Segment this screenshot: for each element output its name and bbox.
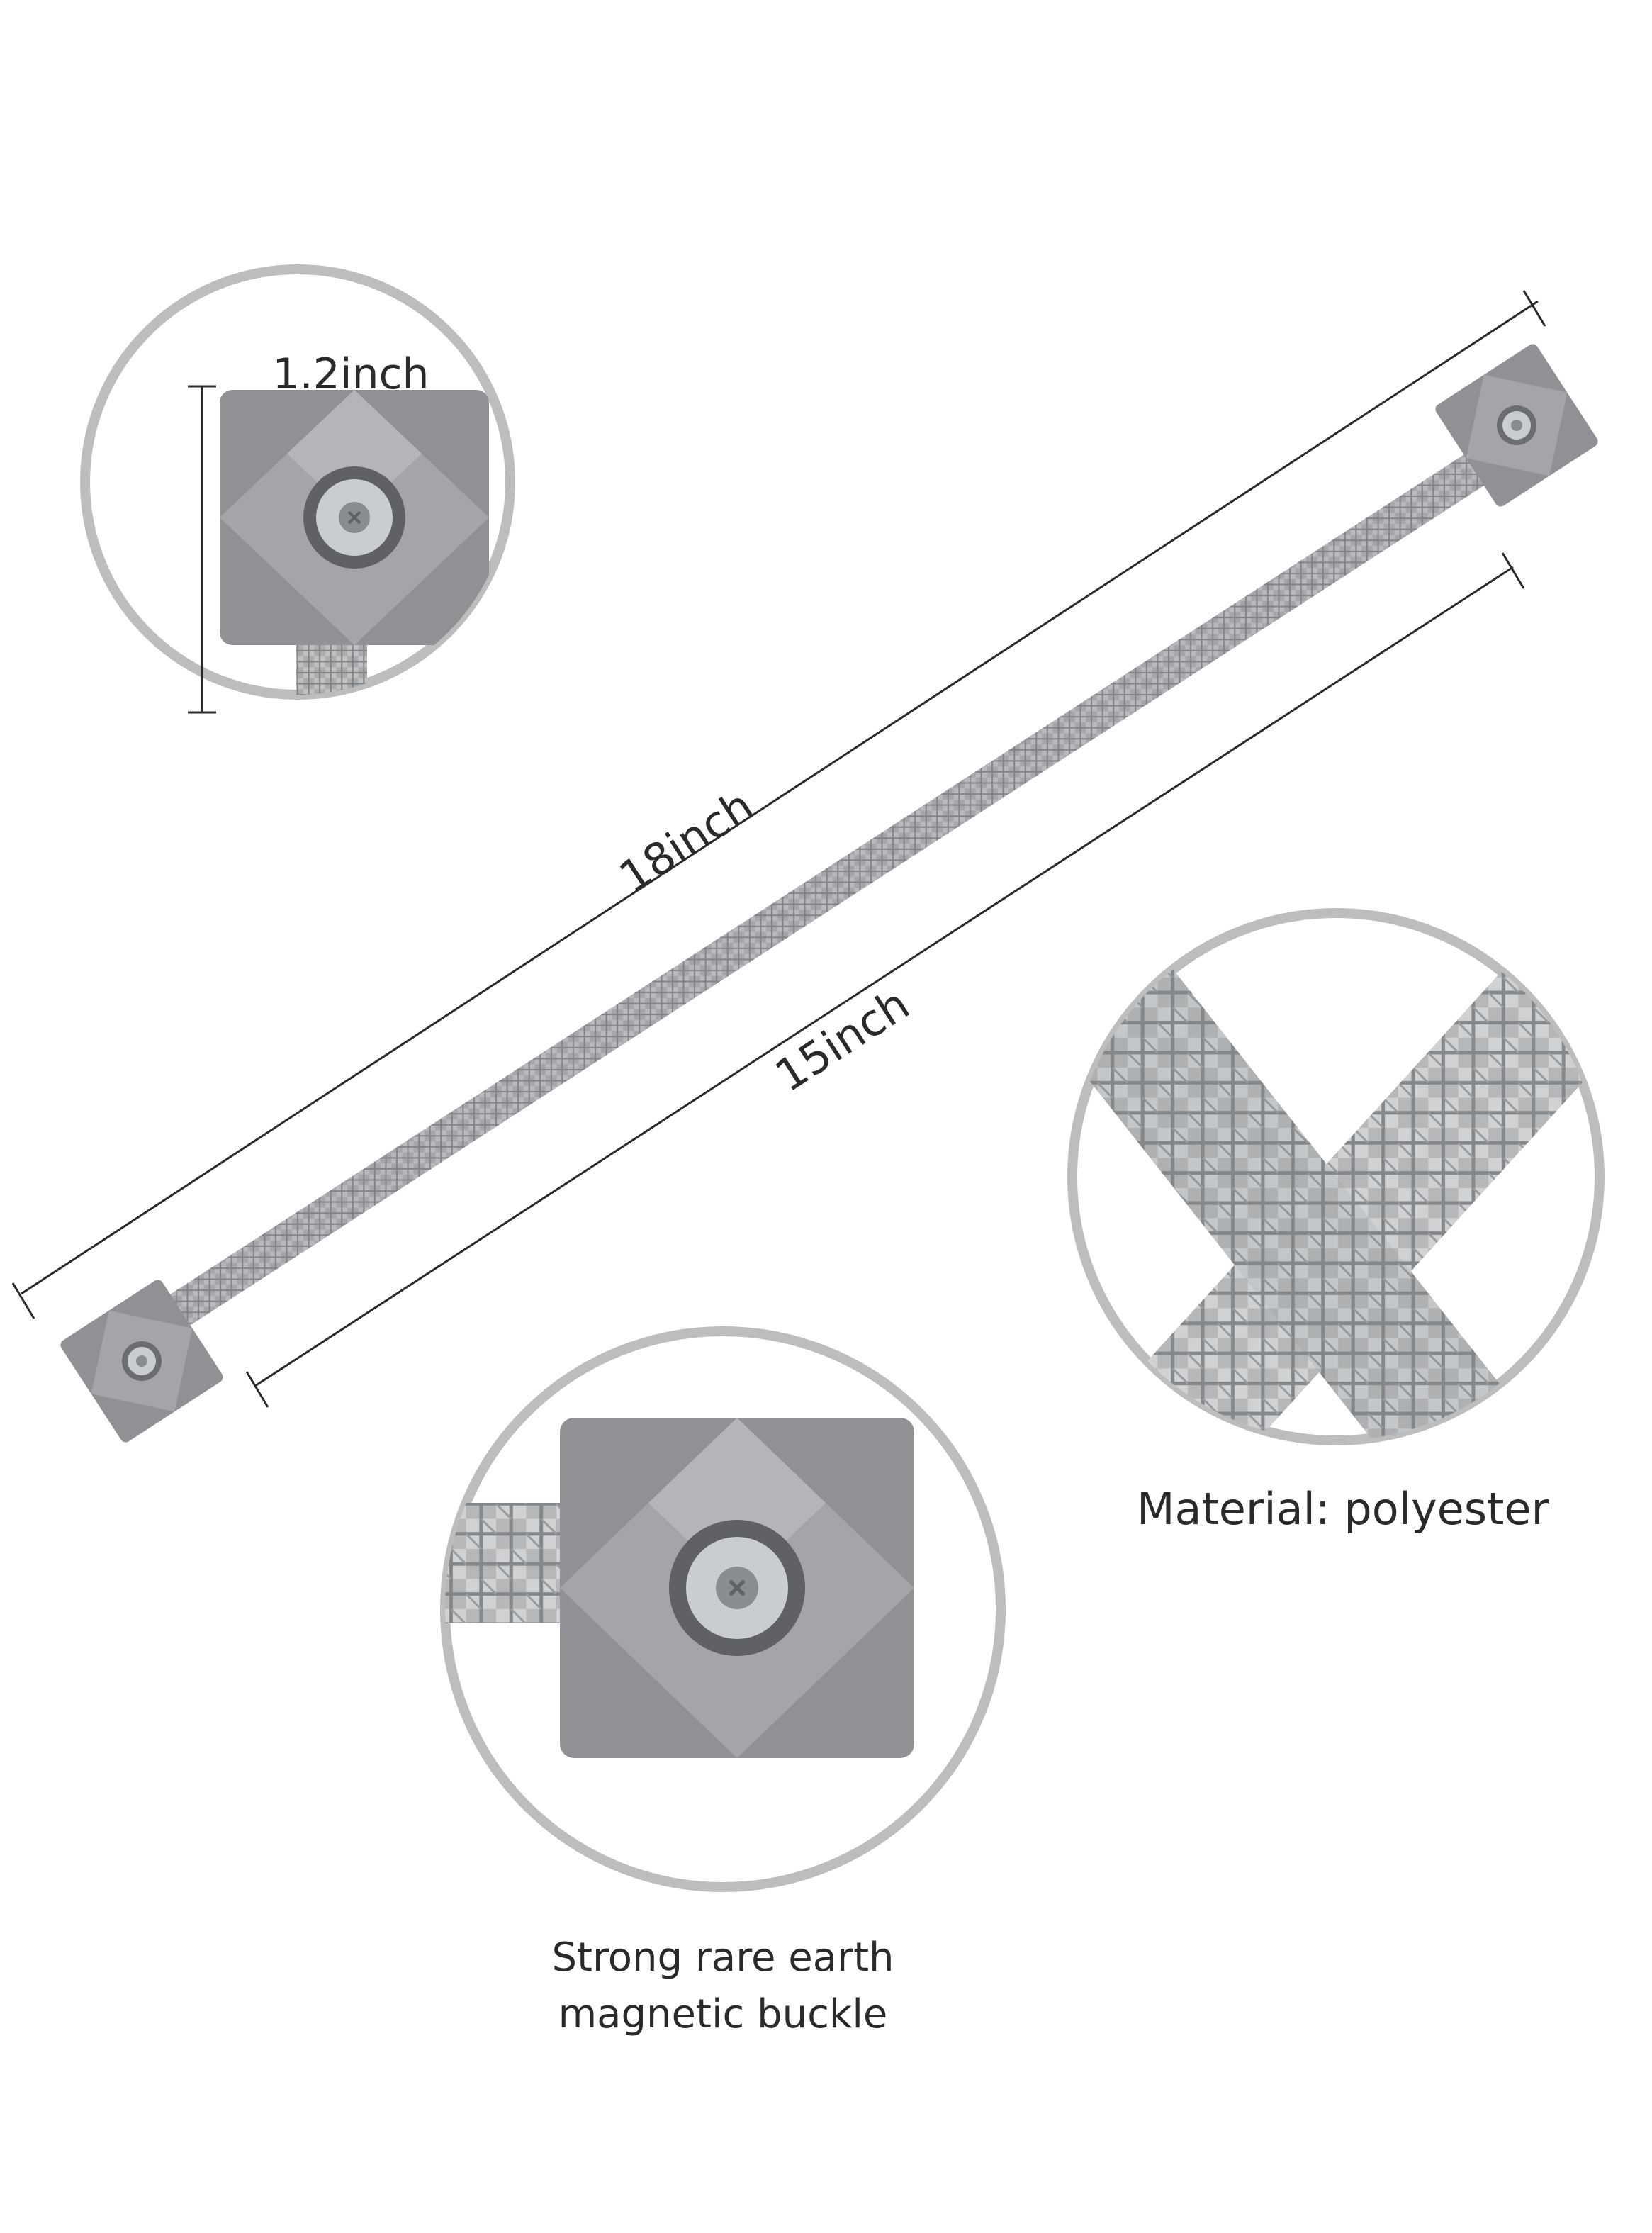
buckle-caption-line2: magnetic buckle bbox=[558, 1991, 888, 2037]
magnet-size-detail: 1.2inch bbox=[80, 264, 515, 714]
detail-rope bbox=[296, 638, 367, 695]
buckle-detail: Strong rare earth magnetic buckle bbox=[440, 1326, 1006, 2037]
buckle-caption-line1: Strong rare earth bbox=[551, 1935, 894, 1981]
material-detail: Material: polyester bbox=[1067, 908, 1605, 1535]
dimension-15inch-label: 15inch bbox=[766, 978, 918, 1102]
main-rope-edge bbox=[145, 445, 1499, 1341]
detail-magnet bbox=[220, 390, 489, 645]
main-rope bbox=[145, 445, 1499, 1341]
right-magnet bbox=[1435, 344, 1598, 507]
material-rope-b bbox=[1098, 947, 1600, 1440]
buckle-magnet bbox=[560, 1418, 914, 1758]
left-magnet bbox=[60, 1280, 223, 1443]
dimension-18inch-label: 18inch bbox=[610, 779, 763, 903]
main-tieback bbox=[60, 344, 1598, 1443]
material-caption: Material: polyester bbox=[1137, 1483, 1550, 1535]
height-label: 1.2inch bbox=[272, 349, 429, 399]
